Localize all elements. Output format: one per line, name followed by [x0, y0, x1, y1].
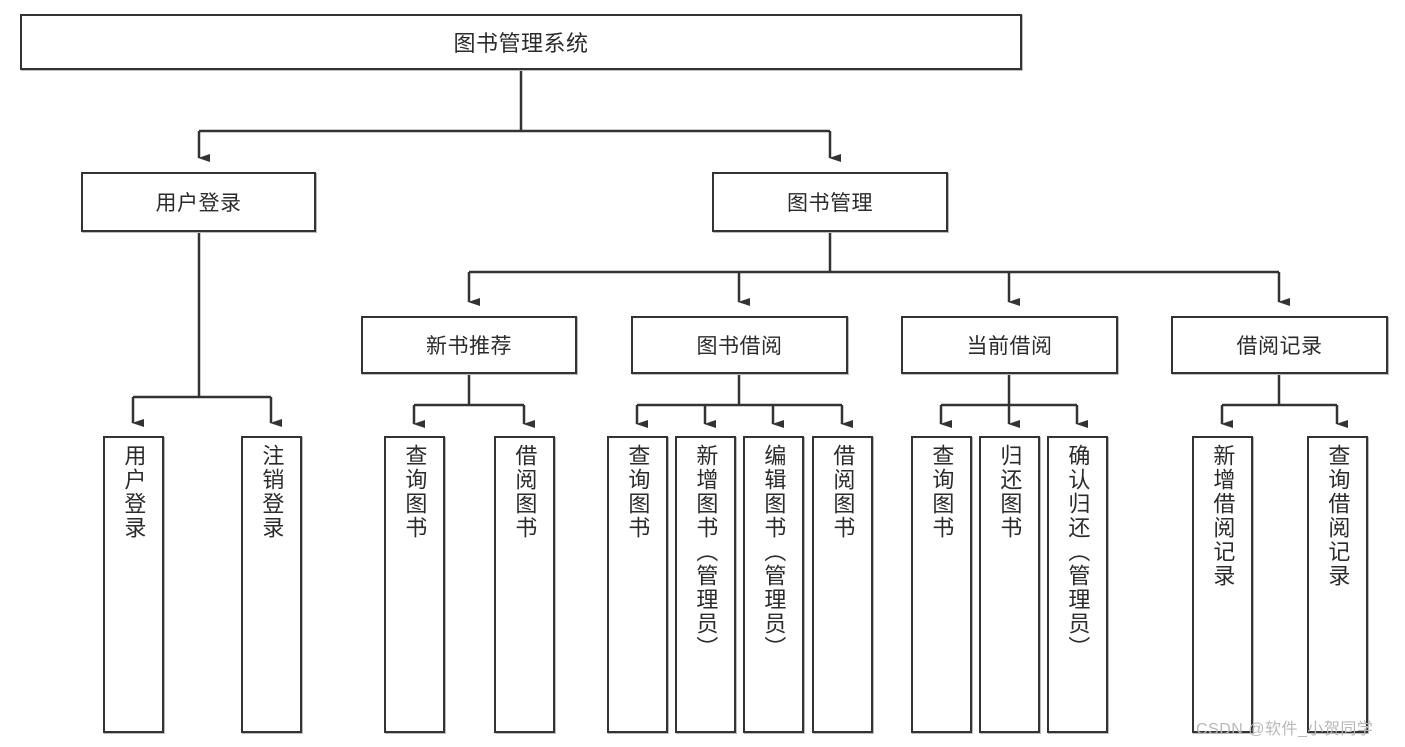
leaf-new-book-query-book[interactable]: 查询图书	[384, 436, 445, 733]
node-label: 确认归还（管理员）	[1065, 444, 1091, 660]
leaf-borrow-record-add-record[interactable]: 新增借阅记录	[1192, 436, 1253, 733]
leaf-book-borrow-query-book[interactable]: 查询图书	[607, 436, 668, 733]
node-label: 新增借阅记录	[1210, 444, 1236, 588]
leaf-borrow-record-query-record[interactable]: 查询借阅记录	[1307, 436, 1368, 733]
node-root-book-management-system[interactable]: 图书管理系统	[20, 14, 1022, 70]
leaf-book-borrow-add-book-admin[interactable]: 新增图书（管理员）	[675, 436, 736, 733]
node-label: 查询图书	[402, 444, 428, 540]
leaf-current-borrow-return-book[interactable]: 归还图书	[979, 436, 1040, 733]
leaf-current-borrow-query-book[interactable]: 查询图书	[911, 436, 972, 733]
node-label: 查询图书	[929, 444, 955, 540]
node-new-book-recommend[interactable]: 新书推荐	[361, 316, 577, 374]
node-borrow-record[interactable]: 借阅记录	[1171, 316, 1388, 374]
node-label: 归还图书	[997, 444, 1023, 540]
node-label: 借阅图书	[830, 444, 856, 540]
node-label: 新增图书（管理员）	[693, 444, 719, 660]
node-label: 编辑图书（管理员）	[761, 444, 787, 660]
node-label: 用户登录	[121, 444, 147, 540]
leaf-user-login-login[interactable]: 用户登录	[103, 436, 164, 733]
leaf-current-borrow-confirm-return-admin[interactable]: 确认归还（管理员）	[1047, 436, 1108, 733]
node-label: 借阅图书	[512, 444, 538, 540]
node-label: 查询图书	[625, 444, 651, 540]
node-label: 图书借阅	[696, 335, 783, 358]
leaf-book-borrow-edit-book-admin[interactable]: 编辑图书（管理员）	[743, 436, 804, 733]
node-book-borrow[interactable]: 图书借阅	[631, 316, 848, 374]
node-label: 图书管理	[787, 192, 873, 215]
node-label: 当前借阅	[966, 335, 1053, 358]
node-label: 借阅记录	[1236, 335, 1323, 358]
node-label: 新书推荐	[426, 335, 512, 358]
watermark-text: CSDN @软件_小贺同学	[1196, 721, 1374, 738]
node-label: 图书管理系统	[453, 31, 589, 56]
node-label: 用户登录	[155, 192, 242, 215]
node-user-login[interactable]: 用户登录	[81, 172, 316, 232]
node-label: 注销登录	[259, 444, 285, 540]
leaf-book-borrow-borrow-book[interactable]: 借阅图书	[812, 436, 873, 733]
node-book-management[interactable]: 图书管理	[712, 172, 948, 232]
leaf-user-login-logout[interactable]: 注销登录	[241, 436, 302, 733]
leaf-new-book-borrow-book[interactable]: 借阅图书	[494, 436, 555, 733]
node-label: 查询借阅记录	[1325, 444, 1351, 588]
node-current-borrow[interactable]: 当前借阅	[901, 316, 1118, 374]
